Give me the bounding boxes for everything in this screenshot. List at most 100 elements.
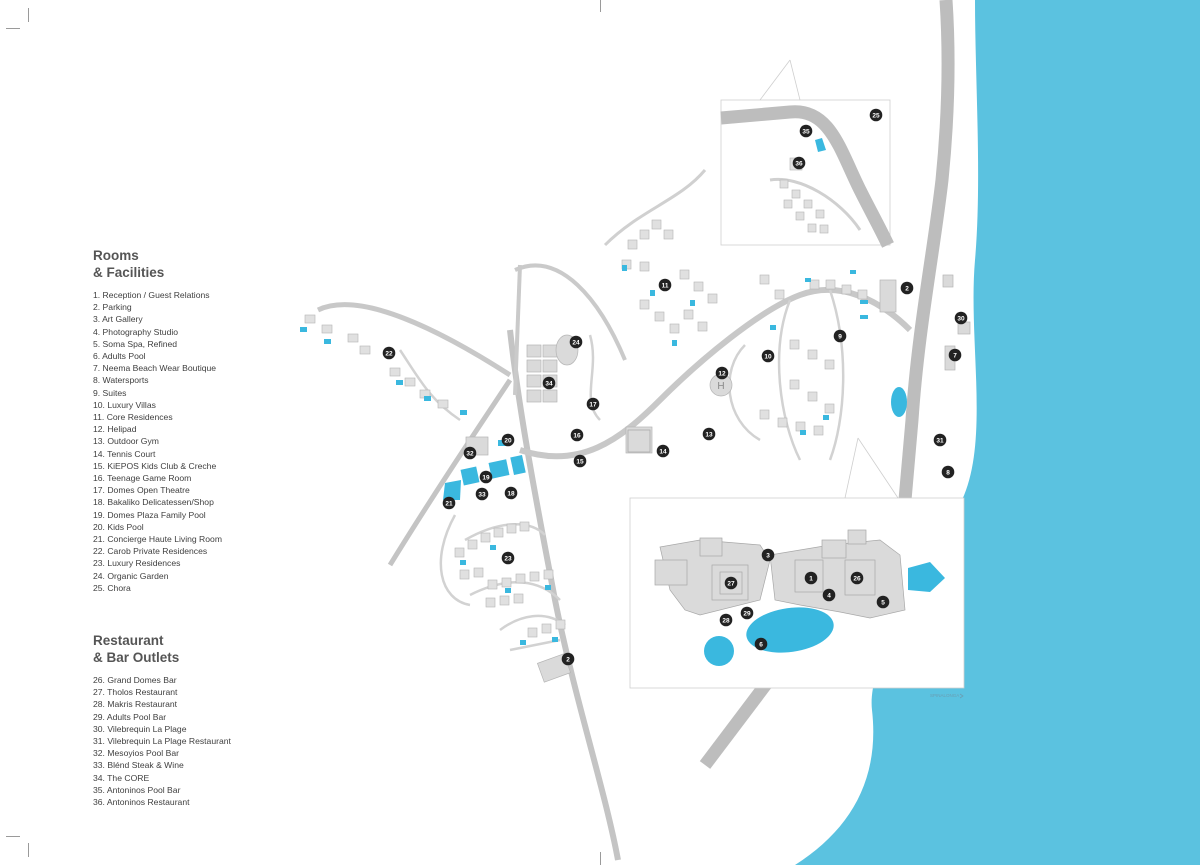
tennis-court — [627, 429, 651, 453]
inset-main-complex: SPINALONGA — [629, 437, 965, 699]
marker-label: 4 — [827, 592, 831, 599]
map-marker-24[interactable]: 24 — [569, 335, 583, 349]
legend-item: 30. Vilebrequin La Plage — [93, 723, 187, 734]
marker-label: 7 — [953, 352, 957, 359]
marker-label: 20 — [504, 437, 512, 444]
marker-circle — [850, 571, 864, 585]
map-marker-12[interactable]: 12 — [715, 366, 729, 380]
legend-restaurant-bar: Restaurant & Bar Outlets 26. Grand Domes… — [93, 632, 231, 808]
legend-item: 15. KiEPOS Kids Club & Creche — [93, 460, 217, 471]
marker-circle — [804, 571, 818, 585]
map-marker-31[interactable]: 31 — [933, 433, 947, 447]
map-marker-33[interactable]: 33 — [475, 487, 489, 501]
marker-circle — [442, 496, 456, 510]
map-marker-21[interactable]: 21 — [442, 496, 456, 510]
legend-item: 3. Art Gallery — [93, 314, 143, 325]
map-marker-8[interactable]: 8 — [941, 465, 955, 479]
pools — [300, 265, 907, 645]
legend-item: 26. Grand Domes Bar — [93, 675, 177, 685]
map-marker-3[interactable]: 3 — [761, 548, 775, 562]
legend-item: 10. Luxury Villas — [93, 399, 156, 410]
marker-circle — [586, 397, 600, 411]
marker-label: 6 — [759, 641, 763, 648]
map-marker-17[interactable]: 17 — [586, 397, 600, 411]
legend-item: 8. Watersports — [93, 375, 149, 386]
legend-rooms-list: 1. Reception / Guest Relations 2. Parkin… — [93, 289, 222, 594]
legend-item: 24. Organic Garden — [93, 570, 169, 581]
map-marker-10[interactable]: 10 — [761, 349, 775, 363]
marker-circle — [479, 470, 493, 484]
map-marker-6[interactable]: 6 — [754, 637, 768, 651]
map-marker-16[interactable]: 16 — [570, 428, 584, 442]
inset-caption: SPINALONGA — [930, 693, 959, 698]
map-marker-19[interactable]: 19 — [479, 470, 493, 484]
map-marker-36[interactable]: 36 — [792, 156, 806, 170]
map-marker-20[interactable]: 20 — [501, 433, 515, 447]
marker-circle — [573, 454, 587, 468]
marker-label: 29 — [743, 610, 751, 617]
legend-item: 23. Luxury Residences — [93, 558, 181, 569]
map-marker-23[interactable]: 23 — [501, 551, 515, 565]
map-marker-11[interactable]: 11 — [658, 278, 672, 292]
map-marker-2[interactable]: 2 — [900, 281, 914, 295]
map-marker-34[interactable]: 34 — [542, 376, 556, 390]
road — [519, 286, 913, 460]
map-marker-13[interactable]: 13 — [702, 427, 716, 441]
marker-circle — [754, 637, 768, 651]
helipad-label: H — [717, 381, 724, 392]
legend-item: 2. Parking — [93, 302, 132, 313]
map-marker-15[interactable]: 15 — [573, 454, 587, 468]
marker-circle — [463, 446, 477, 460]
marker-circle — [941, 465, 955, 479]
road — [513, 264, 522, 396]
legend-item: 34. The CORE — [93, 772, 150, 783]
legend-item: 4. Photography Studio — [93, 326, 179, 337]
marker-circle — [724, 576, 738, 590]
crop-mark — [28, 843, 29, 857]
legend-item: 5. Soma Spa, Refined — [93, 338, 178, 349]
legend-rooms-title: Rooms & Facilities — [93, 248, 165, 280]
marker-label: 8 — [946, 469, 950, 476]
crop-mark — [6, 28, 20, 29]
marker-circle — [740, 606, 754, 620]
map-marker-27[interactable]: 27 — [724, 576, 738, 590]
marker-circle — [954, 311, 968, 325]
map-marker-4[interactable]: 4 — [822, 588, 836, 602]
legend-item: 27. Tholos Restaurant — [93, 687, 178, 698]
map-marker-22[interactable]: 22 — [382, 346, 396, 360]
legend-item: 36. Antoninos Restaurant — [93, 797, 190, 808]
marker-circle — [761, 548, 775, 562]
marker-circle — [542, 376, 556, 390]
marker-circle — [570, 428, 584, 442]
legend-item: 19. Domes Plaza Family Pool — [93, 509, 206, 520]
map-marker-30[interactable]: 30 — [954, 311, 968, 325]
marker-circle — [869, 108, 883, 122]
map-marker-18[interactable]: 18 — [504, 486, 518, 500]
legend-item: 12. Helipad — [93, 424, 137, 435]
map-marker-2[interactable]: 2 — [561, 652, 575, 666]
legend-bars-list: 26. Grand Domes Bar 27. Tholos Restauran… — [93, 674, 231, 808]
map-marker-5[interactable]: 5 — [876, 595, 890, 609]
legend-item: 7. Neema Beach Wear Boutique — [93, 363, 217, 374]
map-marker-32[interactable]: 32 — [463, 446, 477, 460]
crop-mark — [600, 852, 601, 865]
marker-label: 36 — [795, 160, 803, 167]
marker-circle — [569, 335, 583, 349]
map-marker-1[interactable]: 1 — [804, 571, 818, 585]
crop-mark — [28, 8, 29, 22]
map-marker-28[interactable]: 28 — [719, 613, 733, 627]
legend-item: 14. Tennis Court — [93, 448, 156, 459]
map-marker-29[interactable]: 29 — [740, 606, 754, 620]
map-marker-14[interactable]: 14 — [656, 444, 670, 458]
marker-circle — [501, 551, 515, 565]
map-marker-9[interactable]: 9 — [833, 329, 847, 343]
marker-circle — [715, 366, 729, 380]
map-marker-7[interactable]: 7 — [948, 348, 962, 362]
marker-label: 3 — [766, 552, 770, 559]
map-marker-35[interactable]: 35 — [799, 124, 813, 138]
marker-label: 16 — [573, 432, 581, 439]
map-marker-26[interactable]: 26 — [850, 571, 864, 585]
map-marker-25[interactable]: 25 — [869, 108, 883, 122]
marker-circle — [761, 349, 775, 363]
legend-item: 21. Concierge Haute Living Room — [93, 534, 222, 545]
